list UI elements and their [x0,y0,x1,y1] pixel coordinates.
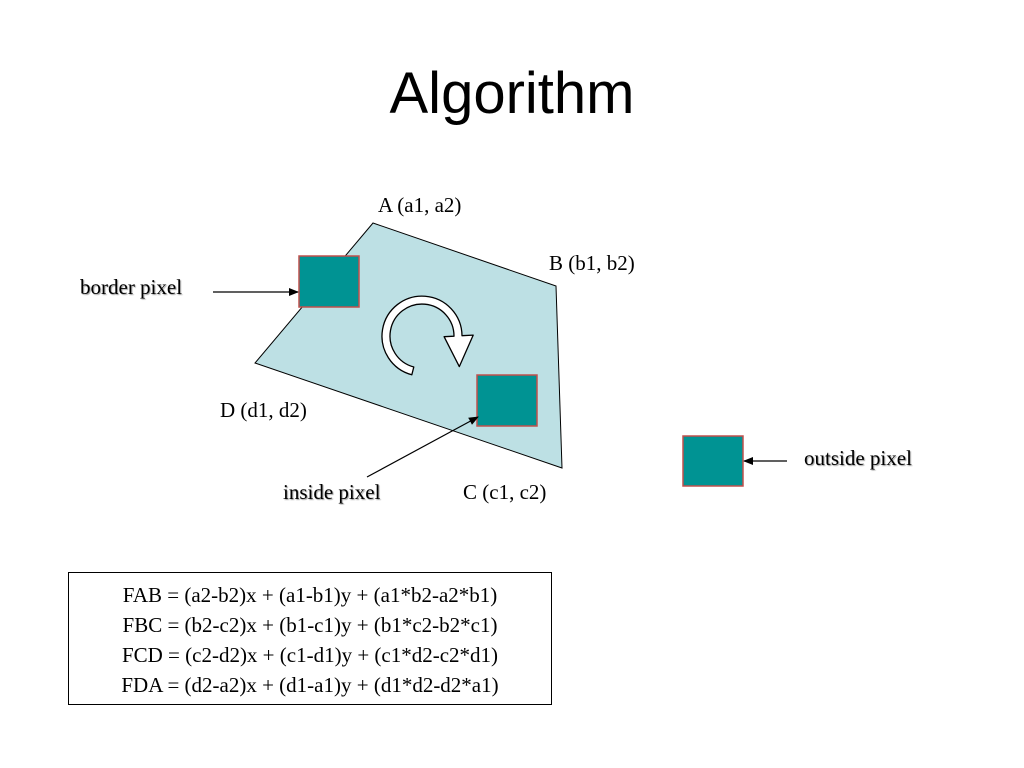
outside-pixel-label: outside pixel [804,446,912,470]
formula-fcd: FCD = (c2-d2)x + (c1-d1)y + (c1*d2-c2*d1… [121,643,499,667]
vertex-c-label: C (c1, c2) [463,480,547,504]
formula-fab: FAB = (a2-b2)x + (a1-b1)y + (a1*b2-a2*b1… [122,583,498,607]
border-pixel-square [298,255,360,308]
inside-pixel-arrow [366,416,479,478]
border-pixel-label: border pixel [80,275,183,299]
formula-fbc: FBC = (b2-c2)x + (b1-c1)y + (b1*c2-b2*c1… [122,613,498,637]
outside-pixel-square [682,435,744,487]
inside-pixel-label: inside pixel [283,480,381,504]
formula-fda: FDA = (d2-a2)x + (d1-a1)y + (d1*d2-d2*a1… [121,673,499,697]
slide-title: Algorithm [389,61,635,126]
vertex-d-label: D (d1, d2) [220,398,307,422]
formula-box: FAB = (a2-b2)x + (a1-b1)y + (a1*b2-a2*b1… [68,572,552,705]
clockwise-arrow-icon [381,295,474,376]
inside-pixel-square [476,374,538,427]
vertex-a-label: A (a1, a2) [378,193,462,217]
vertex-b-label: B (b1, b2) [549,251,635,275]
